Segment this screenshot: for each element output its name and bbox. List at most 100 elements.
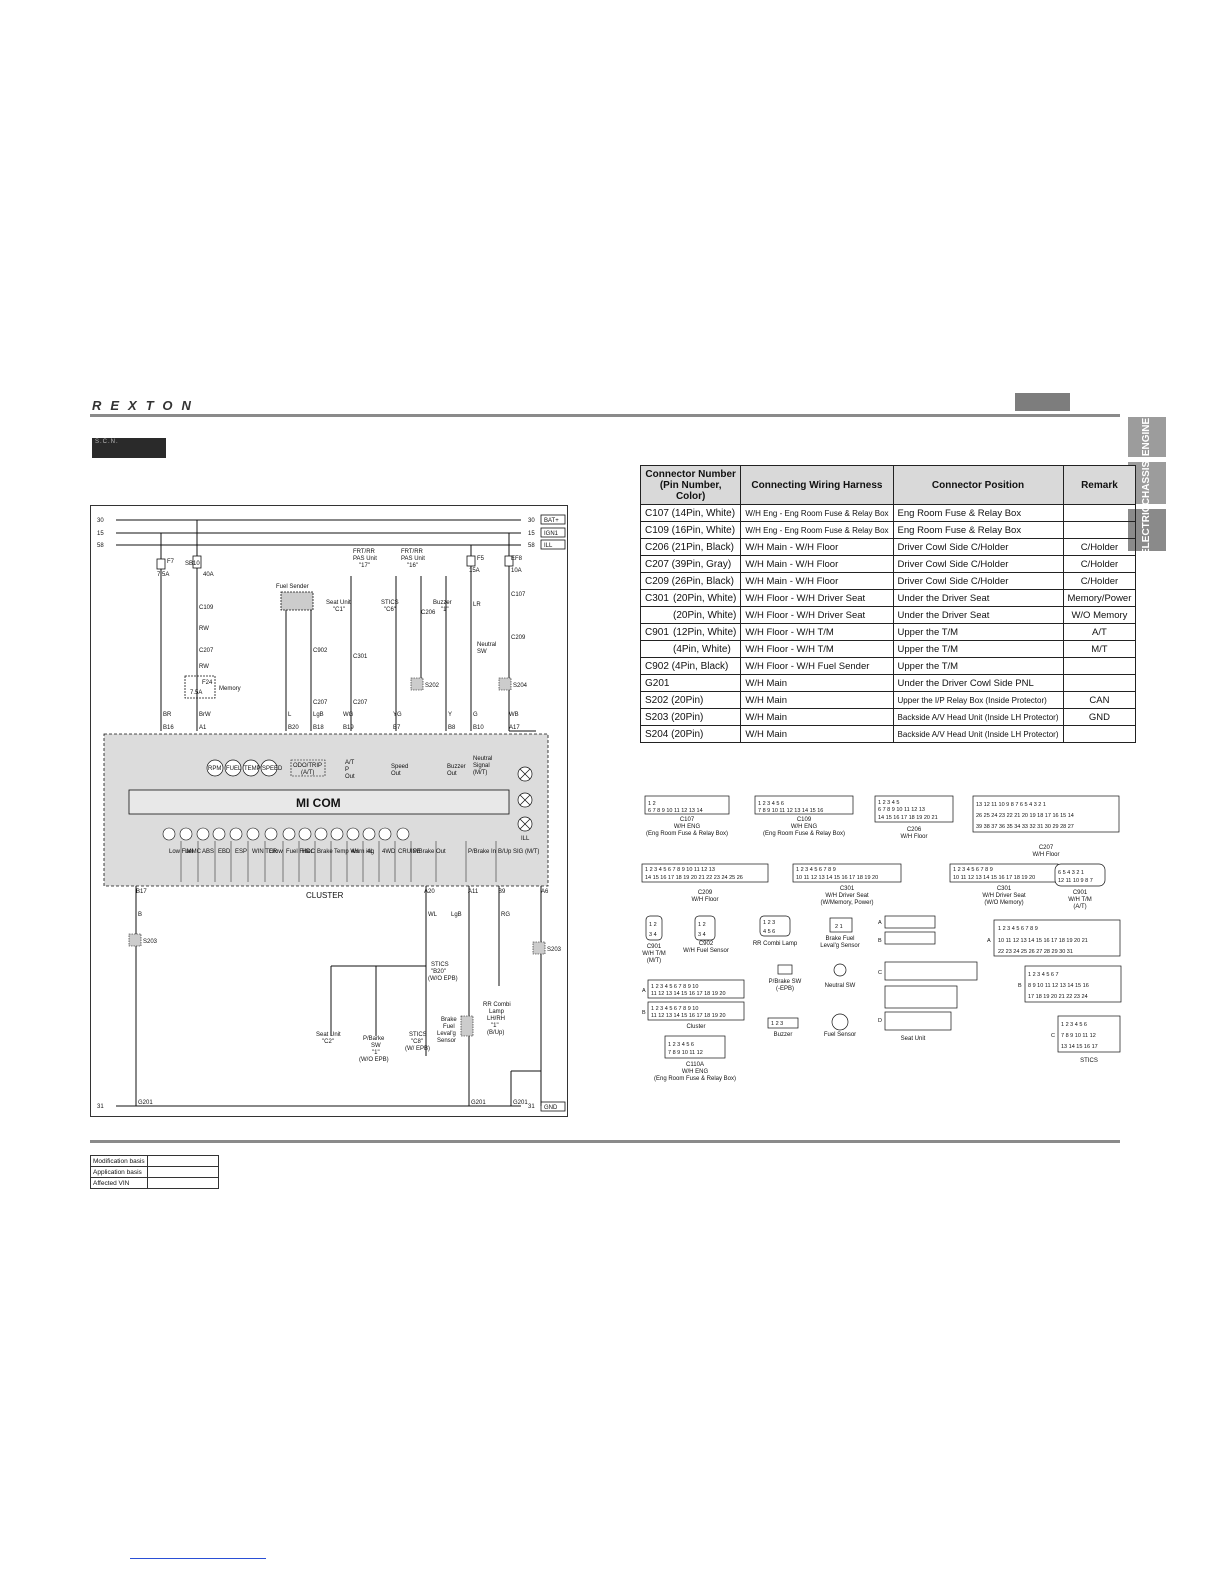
c110a-label-2: W/H ENG [682, 1069, 709, 1075]
cell-remark: C/Holder [1062, 572, 1137, 590]
cell-position: Driver Cowl Side C/Holder [892, 572, 1064, 590]
svg-text:1 2 3 4 5: 1 2 3 4 5 [878, 800, 899, 806]
table-row: (20Pin, White) W/H Floor - W/H Driver Se… [639, 606, 1137, 624]
wire-y: Y [448, 712, 452, 718]
wire-br: BR [163, 712, 172, 718]
svg-text:1 2 3 4 5 6 7 8 9 10: 1 2 3 4 5 6 7 8 9 10 [651, 984, 698, 990]
cell-remark: A/T [1062, 623, 1137, 641]
pin-a20: A20 [424, 889, 435, 895]
header-rule [90, 414, 1120, 417]
section-tag: S.C.N. [92, 438, 166, 458]
fuse-f7-label: F7 [167, 559, 175, 565]
pin-b20: B20 [288, 725, 299, 731]
at-p-out-1: A/T [345, 760, 355, 766]
revision-label: Application basis [90, 1166, 148, 1178]
wire-wb: WB [509, 712, 519, 718]
c109-label-3: (Eng Room Fuse & Relay Box) [763, 831, 845, 837]
table-header-row: Connector Number (Pin Number, Color) Con… [639, 465, 1137, 505]
splice-s203-right: S203 [547, 947, 562, 953]
seat-unit-c1-label: Seat Unit [326, 600, 351, 606]
bottom-link-underline[interactable] [130, 1558, 266, 1559]
svg-text:39 38 37 36 35 34 33 32 31 30: 39 38 37 36 35 34 33 32 31 30 29 28 27 [976, 824, 1074, 830]
cell-num: S204 (20Pin) [639, 725, 742, 743]
conn-c207-a: C207 [199, 648, 214, 654]
svg-text:1 2 3 4 5 6 7 8 9 10: 1 2 3 4 5 6 7 8 9 10 [651, 1006, 698, 1012]
rail-label-ill: ILL [544, 543, 553, 549]
cell-num-sub: (12Pin, White) [673, 626, 737, 638]
stics-c8-3: (W/ EPB) [405, 1046, 430, 1052]
c110a-label-3: (Eng Room Fuse & Relay Box) [654, 1076, 736, 1082]
side-tab-engine[interactable]: ENGINE [1128, 417, 1166, 457]
conn-c107: C107 [511, 592, 526, 598]
fuel-sensor-drawing-label: Fuel Sensor [824, 1032, 856, 1038]
ind-bup-sig: B/Up SIG (M/T) [498, 849, 539, 855]
stics-c8-2: "C8" [411, 1039, 423, 1045]
cell-remark [1062, 725, 1137, 743]
gauge-temp: TEMP [244, 766, 261, 772]
fuse-f5-amp: 15A [469, 568, 480, 574]
ind-ebd: EBD [218, 849, 231, 855]
fuse-f24-label: F24 [202, 680, 213, 686]
c901b-label-3: (M/T) [647, 958, 661, 964]
cell-remark: W/O Memory [1062, 606, 1137, 624]
pbarke-sw-3: "1" [372, 1050, 380, 1056]
brake-fuel-label-1: Brake Fuel [825, 936, 854, 942]
svg-text:1 2 3: 1 2 3 [763, 920, 775, 926]
c207-label-2: W/H Floor [1033, 852, 1060, 858]
ind-low-fuel: Low Fuel [169, 849, 193, 855]
conn-c207-c: C207 [353, 700, 368, 706]
svg-text:A: A [987, 938, 991, 944]
svg-text:C: C [878, 970, 882, 976]
c209-label-1: C209 [698, 890, 713, 896]
cell-num-group: C301(20Pin, White) [639, 589, 742, 607]
rr-combi-1: RR Combi [483, 1002, 511, 1008]
svg-text:7 8 9 10 11 12 13 14 15 16: 7 8 9 10 11 12 13 14 15 16 [758, 808, 823, 814]
svg-text:7 8 9 10 11 12: 7 8 9 10 11 12 [1061, 1033, 1096, 1039]
brake-fluid-1: Brake [441, 1017, 457, 1023]
fuse-memory-label: Memory [219, 686, 241, 692]
gauge-speed: SPEED [262, 766, 283, 772]
wire-rw-2: RW [199, 664, 209, 670]
connector-drawings-svg: 1 26 7 8 9 10 11 12 13 14 1 2 3 4 5 67 8… [641, 795, 1122, 1082]
svg-text:1 2 3 4 5 6 7 8 9: 1 2 3 4 5 6 7 8 9 [953, 867, 993, 873]
c301b-label-3: (W/O Memory) [984, 900, 1023, 906]
svg-text:11 12 13 14 15 16 17 18 19 20: 11 12 13 14 15 16 17 18 19 20 [651, 991, 726, 997]
svg-text:1 2 3 4 5 6: 1 2 3 4 5 6 [1061, 1022, 1087, 1028]
svg-text:A: A [878, 920, 882, 926]
c110a-label-1: C110A [686, 1062, 704, 1068]
svg-text:1 2 3 4 5 6: 1 2 3 4 5 6 [758, 801, 784, 807]
rr-combi-drawing-label: RR Combi Lamp [753, 941, 798, 947]
conn-c109: C109 [199, 605, 214, 611]
rail-num-31: 31 [97, 1104, 104, 1110]
c301a-label-1: C301 [840, 886, 855, 892]
svg-text:3 4: 3 4 [649, 932, 657, 938]
cell-num-group: C901(12Pin, White) [639, 623, 742, 641]
pas-16-label3: "16" [407, 563, 418, 569]
ind-4wd: 4WD [382, 849, 396, 855]
cell-num: C109 (16Pin, White) [639, 521, 742, 539]
rail-label-gnd: GND [544, 1105, 558, 1111]
c107-label-3: (Eng Room Fuse & Relay Box) [646, 831, 728, 837]
svg-text:11 12 13 14 15 16 17 18 19 20: 11 12 13 14 15 16 17 18 19 20 [651, 1013, 726, 1019]
svg-text:4 5 6: 4 5 6 [763, 929, 775, 935]
cell-position: Driver Cowl Side C/Holder [892, 538, 1064, 556]
table-row: C109 (16Pin, White) W/H Eng - Eng Room F… [639, 521, 1137, 539]
ind-brake: Brake [317, 849, 333, 855]
p-brake-label-1: P/Brake SW [769, 979, 802, 985]
stics-drawing-label: STICS [1080, 1058, 1098, 1064]
cell-position: Under the Driver Seat [892, 589, 1064, 607]
stics-b20-2: "B20" [431, 969, 446, 975]
table-row: C901(12Pin, White) W/H Floor - W/H T/M U… [639, 623, 1137, 641]
ind-4l: 4L [367, 849, 374, 855]
conn-c209: C209 [511, 635, 526, 641]
cell-position: Under the Driver Seat [892, 606, 1064, 624]
wire-wl: WL [428, 912, 438, 918]
cell-harness: W/H Main - W/H Floor [740, 572, 894, 590]
brake-fluid-3: Leval'g [437, 1031, 456, 1037]
rail-num-30: 30 [97, 518, 104, 524]
rail-label-bat: BAT+ [544, 518, 559, 524]
ind-pbrake-in: P/Brake In [468, 849, 496, 855]
wire-lgb-lower: LgB [451, 912, 462, 918]
pin-b17: B17 [136, 889, 147, 895]
